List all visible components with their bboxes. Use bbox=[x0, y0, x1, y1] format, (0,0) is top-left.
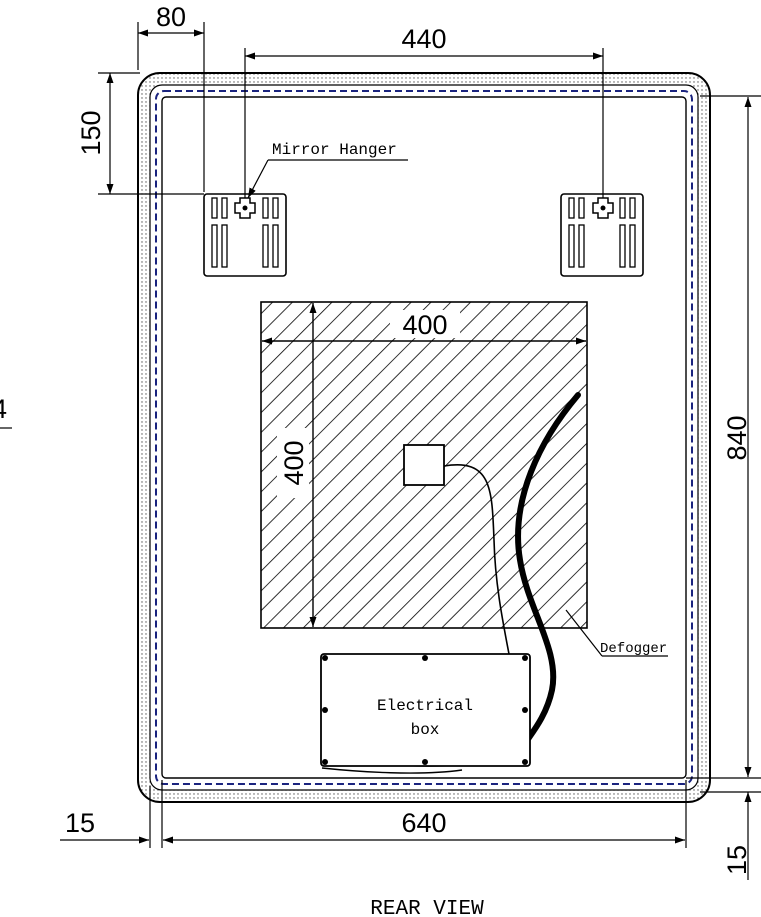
dim-label-15-bottom: 15 bbox=[722, 845, 752, 875]
dim-overall-width: 640 15 bbox=[60, 780, 687, 848]
hanger-right bbox=[560, 193, 644, 277]
dim-defogger-height: 400 bbox=[277, 303, 317, 627]
dim-label-defogger-width: 400 bbox=[402, 310, 447, 340]
electrical-box: Electrical box bbox=[320, 653, 531, 767]
clipped-edge-label: 4 bbox=[0, 394, 12, 429]
dim-label-640: 640 bbox=[401, 808, 446, 838]
power-cable bbox=[515, 392, 581, 748]
clipped-label: 4 bbox=[0, 394, 7, 424]
dim-label-440: 440 bbox=[401, 24, 446, 54]
electrical-box-label-1: Electrical bbox=[377, 697, 473, 715]
dim-hanger-offset: 80 bbox=[137, 2, 205, 192]
dim-label-150: 150 bbox=[76, 110, 106, 155]
defogger-label: Defogger bbox=[600, 641, 667, 657]
defogger-connector bbox=[403, 444, 445, 486]
mirror-hanger-label: Mirror Hanger bbox=[272, 141, 397, 159]
electrical-box-label-2: box bbox=[411, 721, 440, 739]
hanger-left bbox=[203, 193, 287, 277]
view-title: REAR VIEW bbox=[370, 898, 484, 917]
dim-label-15-side: 15 bbox=[65, 808, 95, 838]
dim-label-defogger-height: 400 bbox=[279, 440, 309, 485]
dim-hanger-drop: 150 bbox=[76, 72, 204, 195]
dim-hanger-spacing: 440 bbox=[244, 24, 604, 198]
dim-label-840: 840 bbox=[722, 415, 752, 460]
dim-label-80: 80 bbox=[156, 2, 186, 32]
led-strip bbox=[155, 90, 693, 785]
defogger-callout: Defogger bbox=[565, 609, 668, 657]
dim-frame-bottom: 15 bbox=[700, 791, 761, 880]
dim-overall-height: 840 bbox=[686, 95, 761, 779]
mirror-hanger-callout: Mirror Hanger bbox=[247, 141, 408, 199]
